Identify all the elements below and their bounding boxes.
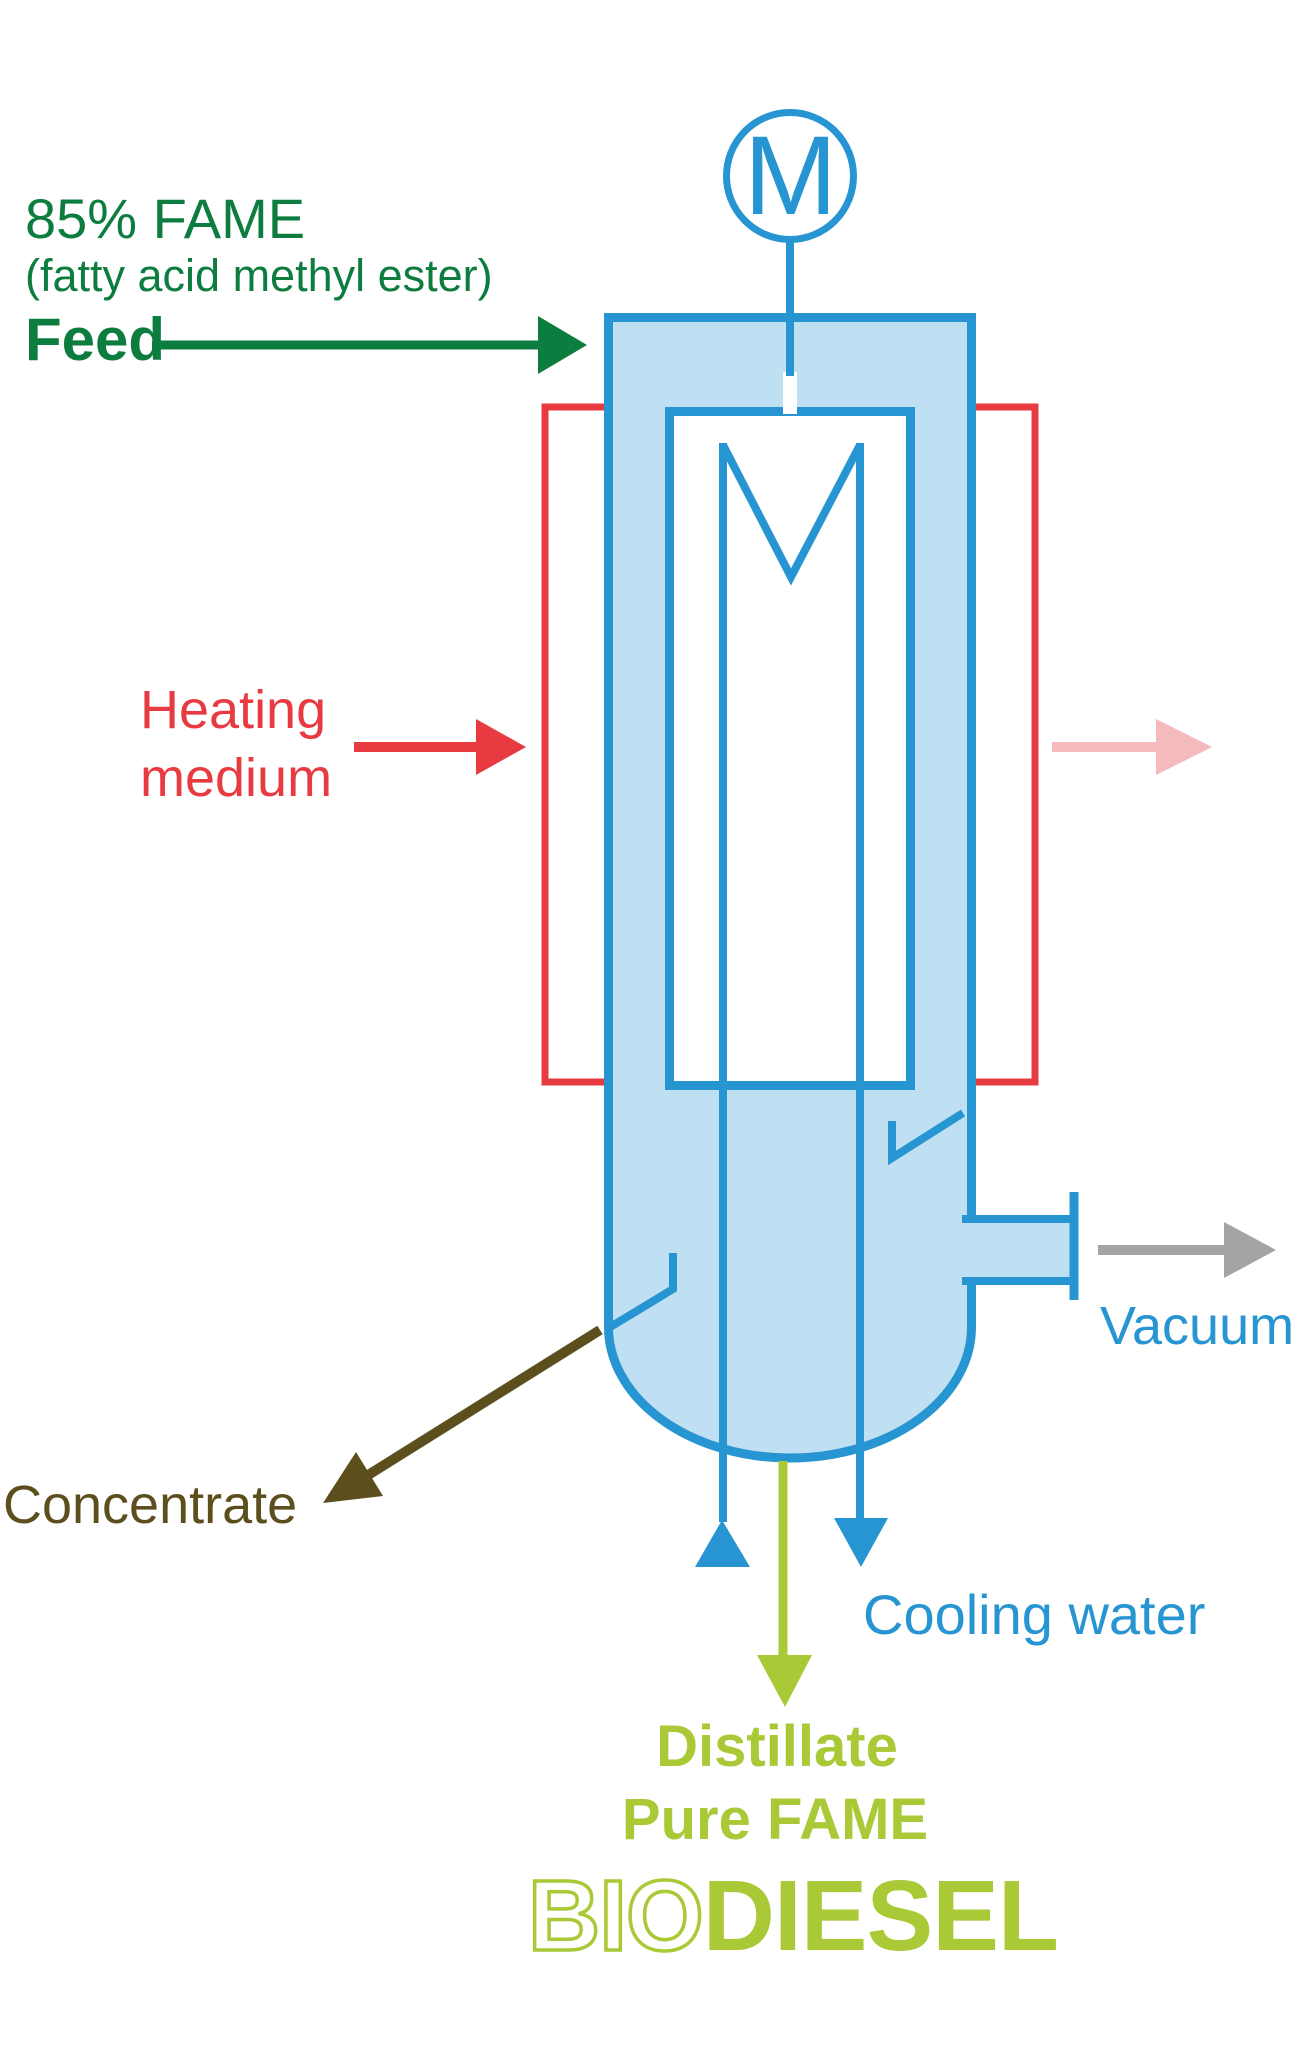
- heating-in-arrow-head: [476, 719, 526, 775]
- concentrate-arrow-head: [323, 1452, 383, 1503]
- vacuum-label: Vacuum: [1100, 1296, 1295, 1356]
- motor-circle-icon: [723, 109, 857, 243]
- feed-label: Feed: [25, 306, 166, 373]
- feed-arrow-head: [538, 316, 587, 374]
- heating-out-arrow-head: [1156, 719, 1212, 775]
- inner-evaporator-tube: [665, 407, 915, 1090]
- feed-composition-label: 85% FAME: [25, 187, 306, 250]
- cooling-water-out-arrow-head: [834, 1518, 888, 1567]
- gutter-right: [888, 1109, 966, 1166]
- motor-label: M: [743, 112, 838, 238]
- vacuum-nozzle-fill: [958, 1223, 1072, 1277]
- cooling-water-label: Cooling water: [863, 1583, 1206, 1646]
- biodiesel-diesel-solid: DIESEL: [702, 1860, 1059, 1972]
- biodiesel-bio-outlined: BIO: [526, 1860, 705, 1972]
- distillate-label: Distillate: [656, 1714, 898, 1779]
- concentrate-arrow-line: [362, 1325, 603, 1482]
- cooling-water-in-arrow-head: [695, 1520, 750, 1567]
- pure-fame-label: Pure FAME: [621, 1787, 929, 1852]
- shaft-seal-notch: [783, 372, 797, 414]
- gutter-left: [604, 1253, 677, 1333]
- distillate-arrow-head: [757, 1655, 812, 1707]
- feed-composition-sublabel: (fatty acid methyl ester): [25, 250, 493, 301]
- vacuum-arrow-head: [1224, 1222, 1276, 1278]
- biodiesel-wordmark: BIODIESEL: [526, 1862, 1059, 1971]
- concentrate-label: Concentrate: [3, 1475, 298, 1535]
- condenser-v-element: [719, 443, 864, 586]
- heating-medium-label-line2: medium: [140, 748, 333, 808]
- heating-medium-label-line1: Heating: [140, 680, 327, 740]
